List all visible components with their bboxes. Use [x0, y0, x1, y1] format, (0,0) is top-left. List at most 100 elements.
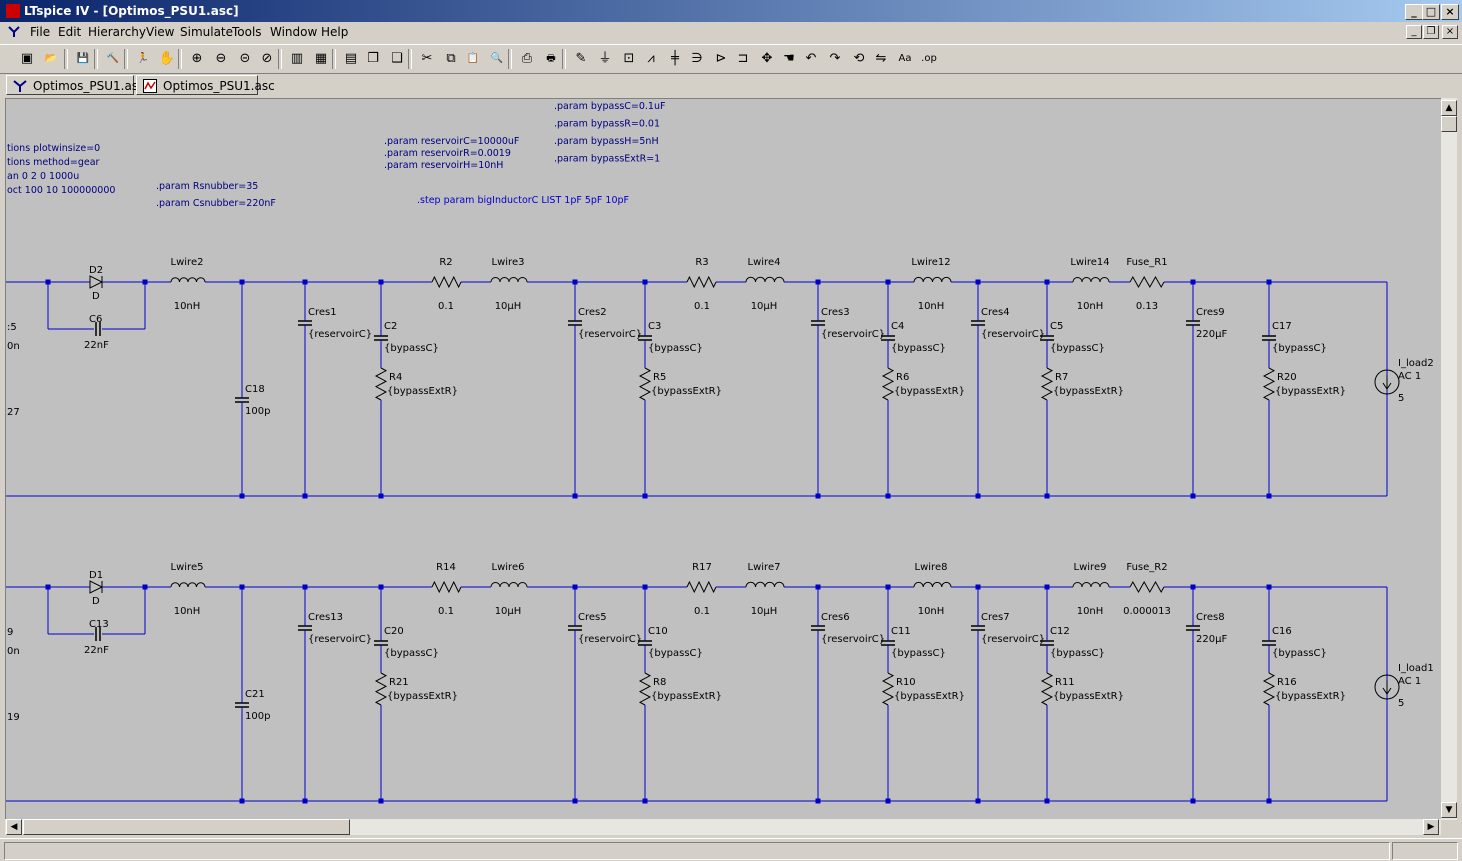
tile-horizontal-icon[interactable]: ▤ [344, 51, 358, 66]
tab-waveform[interactable]: Optimos_PSU1.asc [136, 75, 275, 95]
scroll-right-button[interactable]: ▶ [1423, 819, 1439, 835]
paste-icon[interactable]: 📋 [466, 53, 480, 64]
print-setup-icon[interactable]: ⎙ [521, 51, 533, 66]
resistor-fuse_r1[interactable]: Fuse_R10.13 [1126, 257, 1167, 312]
doc-close-button[interactable]: × [1442, 25, 1458, 39]
shunt-capacitor-c2[interactable]: C2{bypassC} [374, 321, 439, 354]
doc-minimize-button[interactable]: _ [1406, 25, 1422, 39]
shunt-capacitor-c12[interactable]: C12{bypassC} [1040, 626, 1105, 659]
shunt-capacitor-cres13[interactable]: Cres13{reservoirC} [298, 612, 372, 645]
open-icon[interactable]: 📂 [44, 53, 58, 64]
doc-restore-button[interactable]: ❐ [1423, 25, 1439, 39]
shunt-resistor-r6[interactable]: R6{bypassExtR} [881, 367, 965, 401]
shunt-resistor-r4[interactable]: R4{bypassExtR} [374, 367, 458, 401]
horizontal-scroll-thumb[interactable] [23, 819, 350, 835]
text-icon[interactable]: Aa [898, 53, 912, 64]
menu-window[interactable]: Window [270, 25, 318, 39]
tile-vertical-icon[interactable]: ❑ [391, 51, 403, 66]
spice-directive-icon[interactable]: .op [921, 53, 937, 64]
mirror-icon[interactable]: ⇋ [875, 51, 887, 66]
draw-wire-icon[interactable]: ✎ [575, 51, 587, 66]
document-icon[interactable] [8, 26, 20, 38]
menu-tools[interactable]: Tools [232, 25, 262, 39]
shunt-resistor-r20[interactable]: R20{bypassExtR} [1262, 367, 1346, 401]
shunt-capacitor-cres3[interactable]: Cres3{reservoirC} [811, 307, 885, 340]
undo-icon[interactable]: ↶ [805, 51, 817, 66]
new-schematic-icon[interactable]: ▣ [20, 51, 34, 66]
copy-icon[interactable]: ⧉ [446, 51, 456, 66]
shunt-capacitor-cres2[interactable]: Cres2{reservoirC} [568, 307, 642, 340]
scroll-up-button[interactable]: ▲ [1441, 100, 1457, 116]
diode[interactable]: D2D [89, 265, 104, 302]
grid-icon[interactable]: ▦ [314, 51, 328, 66]
diode-icon[interactable]: ⊳ [715, 51, 727, 66]
shunt-capacitor-c4[interactable]: C4{bypassC} [881, 321, 946, 354]
cascade-icon[interactable]: ❐ [367, 51, 379, 66]
print-icon[interactable]: 🖶 [546, 53, 556, 64]
shunt-capacitor-cres7[interactable]: Cres7{reservoirC} [971, 612, 1045, 645]
zoom-full-icon[interactable]: ⊝ [239, 51, 251, 66]
zoom-in-icon[interactable]: ⊕ [191, 51, 203, 66]
resistor-fuse_r2[interactable]: Fuse_R20.000013 [1123, 562, 1171, 617]
autorange-icon[interactable]: ▥ [290, 51, 304, 66]
shunt-resistor-r10[interactable]: R10{bypassExtR} [881, 672, 965, 706]
maximize-button[interactable]: □ [1422, 4, 1440, 20]
shunt-resistor-r7[interactable]: R7{bypassExtR} [1040, 367, 1124, 401]
menu-hierarchy[interactable]: Hierarchy [88, 25, 147, 39]
close-button[interactable]: × [1441, 4, 1459, 20]
shunt-capacitor-c5[interactable]: C5{bypassC} [1040, 321, 1105, 354]
halt-icon[interactable]: ✋ [158, 51, 176, 66]
control-panel-icon[interactable]: 🔨 [106, 53, 120, 64]
horizontal-scrollbar[interactable]: ◀ ▶ [5, 819, 1441, 835]
shunt-capacitor-c17[interactable]: C17{bypassC} [1262, 321, 1327, 354]
drag-icon[interactable]: ☚ [783, 51, 795, 66]
diode[interactable]: D1D [89, 570, 104, 607]
run-icon[interactable]: 🏃 [136, 53, 150, 64]
shunt-resistor-r5[interactable]: R5{bypassExtR} [638, 367, 722, 401]
capacitor-icon[interactable]: ╪ [671, 51, 679, 66]
menu-edit[interactable]: Edit [58, 25, 82, 39]
cut-icon[interactable]: ✂ [421, 51, 433, 66]
shunt-capacitor-c11[interactable]: C11{bypassC} [881, 626, 946, 659]
component-icon[interactable]: ⊐ [737, 51, 749, 66]
zoom-cancel-icon[interactable]: ⊘ [261, 51, 273, 66]
vertical-scroll-thumb[interactable] [1441, 116, 1457, 132]
shunt-capacitor-cres4[interactable]: Cres4{reservoirC} [971, 307, 1045, 340]
scroll-left-button[interactable]: ◀ [6, 819, 22, 835]
label-net-icon[interactable]: ⊡ [623, 51, 635, 66]
find-icon[interactable]: 🔍 [490, 53, 504, 64]
menu-view[interactable]: View [146, 25, 175, 39]
ground-icon[interactable]: ⏚ [598, 51, 612, 66]
vertical-scrollbar[interactable]: ▲ ▼ [1441, 98, 1457, 820]
save-icon[interactable]: 💾 [76, 53, 90, 64]
minimize-button[interactable]: _ [1405, 4, 1423, 20]
tab-schematic[interactable]: Optimos_PSU1.asc [6, 75, 145, 95]
shunt-resistor-r16[interactable]: R16{bypassExtR} [1262, 672, 1346, 706]
rotate-icon[interactable]: ⟲ [853, 51, 865, 66]
move-icon[interactable]: ✥ [761, 51, 773, 66]
shunt-capacitor-cres1[interactable]: Cres1{reservoirC} [298, 307, 372, 340]
shunt-capacitor-cres6[interactable]: Cres6{reservoirC} [811, 612, 885, 645]
shunt-capacitor-c16[interactable]: C16{bypassC} [1262, 626, 1327, 659]
shunt-resistor-r8[interactable]: R8{bypassExtR} [638, 672, 722, 706]
shunt-capacitor-c10[interactable]: C10{bypassC} [638, 626, 703, 659]
menu-file[interactable]: File [30, 25, 51, 39]
shunt-capacitor-c3[interactable]: C3{bypassC} [638, 321, 703, 354]
